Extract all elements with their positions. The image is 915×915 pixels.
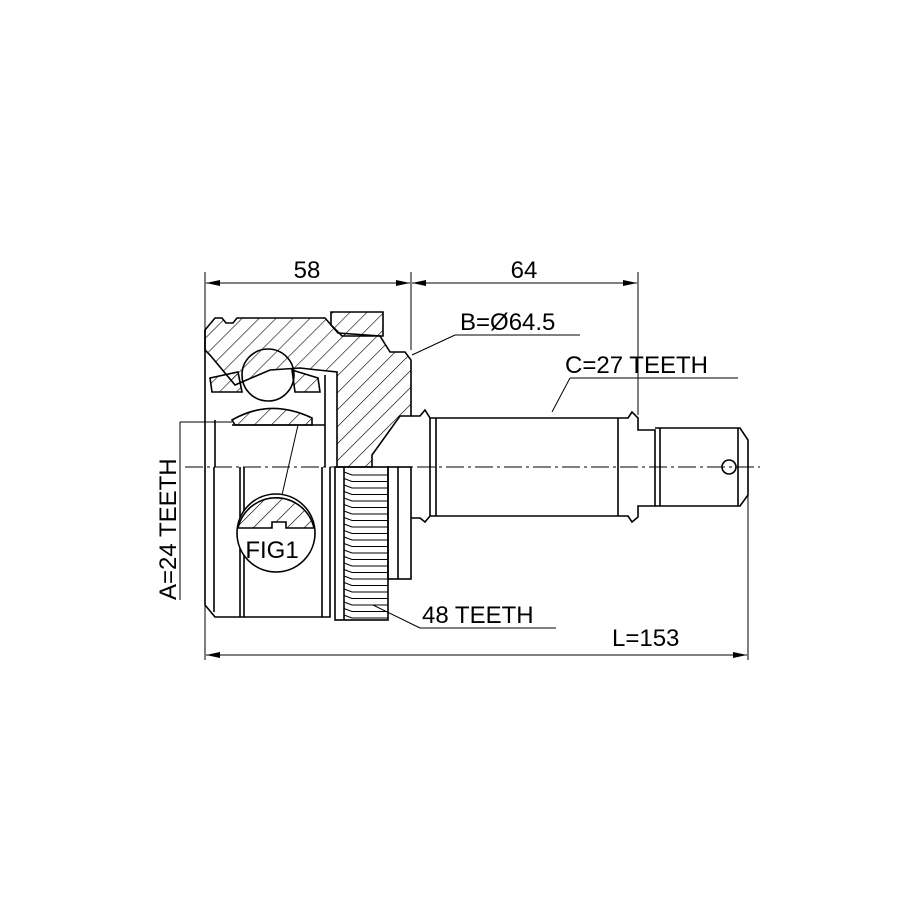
abs-tooth (343, 575, 388, 580)
dimension-64-label: 64 (511, 257, 538, 284)
abs-tooth (343, 484, 388, 489)
dimension-overall-length: L=153 (206, 625, 747, 658)
abs-tooth (343, 504, 388, 508)
abs-tooth (343, 478, 388, 482)
dimension-58-label: 58 (294, 257, 321, 284)
callout-outer-spline: C=27 TEETH (551, 352, 738, 413)
abs-tooth (343, 608, 388, 612)
abs-tooth (343, 588, 388, 593)
overall-length-label: L=153 (612, 625, 679, 652)
abs-teeth-label: 48 TEETH (422, 602, 534, 629)
fig1-label: FIG1 (245, 537, 298, 564)
abs-tooth (343, 510, 388, 515)
outer-spline-label: C=27 TEETH (565, 352, 708, 379)
abs-tooth (343, 569, 388, 573)
callout-abs-diameter: B=Ø64.5 (411, 309, 580, 356)
abs-tooth (343, 582, 388, 586)
abs-tooth (343, 543, 388, 547)
abs-tooth (343, 556, 388, 560)
abs-tooth (343, 530, 388, 534)
abs-diameter-label: B=Ø64.5 (460, 309, 555, 336)
callout-inner-spline: A=24 TEETH (155, 421, 232, 600)
abs-tooth (343, 595, 388, 599)
inner-spline-label: A=24 TEETH (155, 458, 182, 600)
fig1-detail: FIG1 (236, 424, 316, 573)
abs-tooth (343, 523, 388, 528)
outer-housing (204, 311, 412, 618)
cotter-pin-hole (721, 459, 737, 475)
abs-tooth (343, 614, 388, 619)
abs-tooth (343, 536, 388, 541)
abs-tooth (343, 601, 388, 606)
abs-tooth (343, 471, 388, 476)
abs-tooth (343, 517, 388, 521)
callout-abs-teeth: 48 TEETH (372, 602, 556, 629)
abs-tooth (343, 562, 388, 567)
abs-tooth (343, 497, 388, 502)
dimension-58: 58 (206, 257, 410, 286)
abs-ring (334, 466, 412, 621)
dimension-64: 64 (412, 257, 637, 286)
shaft (411, 408, 749, 524)
abs-tooth (343, 491, 388, 495)
abs-tooth (343, 549, 388, 554)
ball-cage (209, 348, 325, 426)
